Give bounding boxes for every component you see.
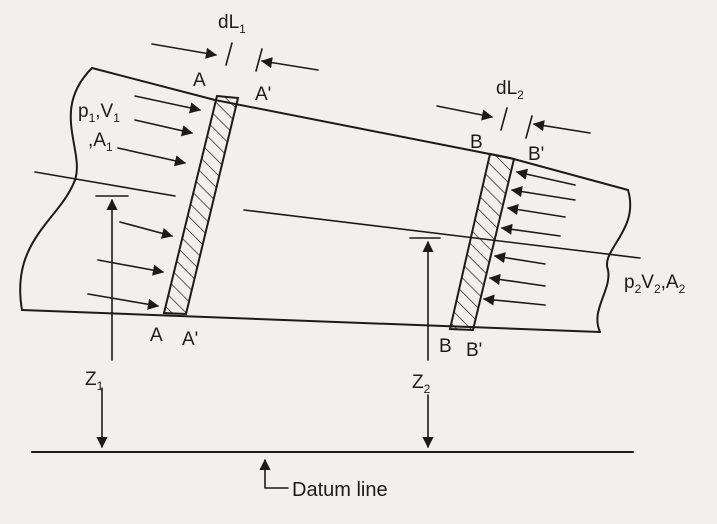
inlet-pressure-arrows	[87, 95, 202, 310]
label-b-prime-bottom: B'	[466, 340, 482, 361]
label-b-prime-top: B'	[528, 144, 544, 165]
z2-elevation	[409, 237, 441, 449]
pipe-left-cut	[19, 67, 93, 311]
label-z1: Z1	[85, 369, 104, 393]
datum-pointer	[259, 458, 289, 489]
pipe-bottom-wall	[21, 309, 601, 333]
label-inlet-a1: ,A1	[88, 130, 113, 154]
section-aa-slab	[162, 94, 240, 316]
label-dl1: dL1	[218, 12, 246, 36]
label-inlet-p1-v1: p1,V1	[78, 101, 120, 125]
label-a-bottom: A	[150, 325, 163, 346]
label-a-top: A	[193, 70, 206, 91]
label-dl2: dL2	[496, 78, 524, 102]
label-b-top: B	[470, 132, 483, 153]
pipe-centerline	[243, 209, 641, 259]
inlet-reference-line	[34, 171, 176, 197]
dl1-dimension	[151, 42, 319, 72]
label-a-prime-bottom: A'	[182, 329, 198, 350]
z1-elevation	[95, 195, 129, 449]
label-z2: Z2	[412, 372, 431, 396]
label-a-prime-top: A'	[255, 84, 271, 105]
section-bb-slab	[448, 152, 516, 332]
label-b-bottom: B	[439, 336, 452, 357]
outlet-pressure-arrows	[482, 168, 576, 306]
label-outlet-p2-v2-a2: p2V2,A2	[624, 272, 686, 296]
dl2-dimension	[436, 105, 591, 139]
label-datum-line: Datum line	[292, 479, 388, 501]
pipe-right-cut	[596, 189, 632, 333]
pipe-top-wall	[91, 67, 629, 191]
